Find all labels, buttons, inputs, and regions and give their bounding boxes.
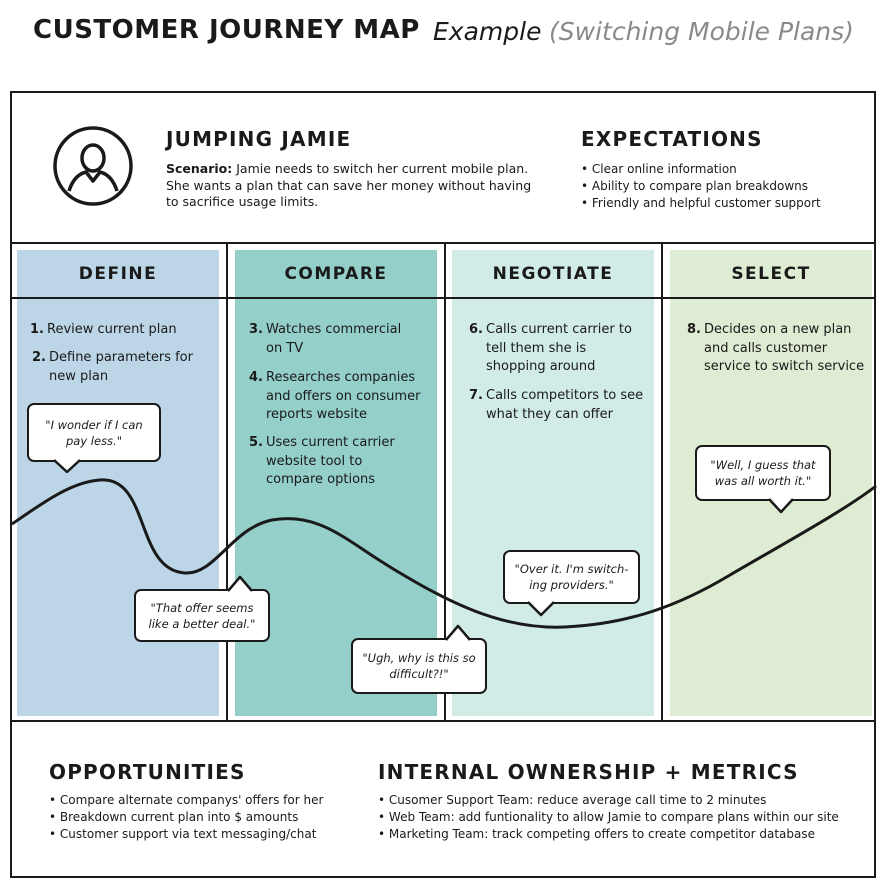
step-number: 4. [249, 370, 263, 385]
scenario-text: Jamie needs to switch her current mobile… [166, 161, 532, 209]
user-avatar-icon [52, 125, 134, 207]
quote-text: "Over it. I'm switch-ing providers." [514, 562, 629, 592]
stage-heading-compare: COMPARE [284, 264, 388, 284]
quote-bubble-5: "Well, I guess that was all worth it." [695, 445, 831, 501]
step-text: Calls competitors to see what they can o… [486, 388, 644, 422]
stage-bg-negotiate [452, 250, 654, 716]
divider-footer [10, 720, 876, 722]
step-number: 6. [469, 322, 483, 337]
list-item: Cusomer Support Team: reduce average cal… [378, 792, 839, 809]
step-6: 6.Calls current carrier to tell them she… [469, 321, 646, 377]
stage-heading-define: DEFINE [78, 264, 158, 284]
step-text: Decides on a new plan and calls customer… [704, 322, 865, 374]
quote-bubble-2: "That offer seems like a better deal." [134, 589, 270, 642]
list-item: Friendly and helpful customer support [581, 195, 821, 212]
stage-heading-negotiate: NEGOTIATE [492, 264, 614, 284]
step-1: 1.Review current plan [30, 321, 207, 340]
page-title: CUSTOMER JOURNEY MAP [33, 15, 420, 45]
step-text: Watches commercial on TV [266, 322, 402, 356]
step-8: 8.Decides on a new plan and calls custom… [687, 321, 874, 377]
step-text: Define parameters for new plan [49, 350, 193, 384]
step-4: 4.Researches companies and offers on con… [249, 369, 426, 425]
step-5: 5.Uses current carrier website tool to c… [249, 434, 406, 490]
page-subtitle: (Switching Mobile Plans) [549, 17, 854, 46]
ownership-heading: INTERNAL OWNERSHIP + METRICS [378, 760, 799, 784]
step-number: 7. [469, 388, 483, 403]
step-3: 3.Watches commercial on TV [249, 321, 416, 358]
step-number: 8. [687, 322, 701, 337]
step-text: Review current plan [47, 322, 177, 337]
divider-header [10, 242, 876, 244]
list-item: Compare alternate companys' offers for h… [49, 792, 324, 809]
divider-col-2 [444, 242, 446, 722]
divider-col-3 [661, 242, 663, 722]
quote-text: "Well, I guess that was all worth it." [710, 458, 816, 488]
expectations-heading: EXPECTATIONS [581, 127, 763, 151]
opportunities-list: Compare alternate companys' offers for h… [49, 792, 324, 843]
step-2: 2.Define parameters for new plan [32, 349, 199, 386]
step-text: Uses current carrier website tool to com… [266, 435, 395, 487]
expectations-list: Clear online information Ability to comp… [581, 161, 821, 211]
divider-col-1 [226, 242, 228, 722]
step-number: 3. [249, 322, 263, 337]
quote-bubble-3: "Ugh, why is this so difficult?!" [351, 638, 487, 694]
title-example-label: Example [433, 17, 542, 46]
journey-map-frame [10, 91, 876, 878]
quote-bubble-1: "I wonder if I can pay less." [27, 403, 161, 462]
list-item: Customer support via text messaging/chat [49, 826, 323, 843]
stage-heading-select: SELECT [731, 264, 811, 284]
quote-text: "That offer seems like a better deal." [148, 600, 256, 631]
list-item: Marketing Team: track competing offers t… [378, 826, 839, 843]
list-item: Breakdown current plan into $ amounts [49, 809, 323, 826]
step-7: 7.Calls competitors to see what they can… [469, 387, 646, 424]
persona-scenario: Scenario: Jamie needs to switch her curr… [166, 161, 546, 211]
divider-stage-heads [10, 297, 876, 299]
quote-bubble-4: "Over it. I'm switch-ing providers." [503, 550, 640, 604]
ownership-list: Cusomer Support Team: reduce average cal… [378, 792, 839, 842]
quote-text: "I wonder if I can pay less." [45, 417, 143, 448]
step-text: Researches companies and offers on consu… [266, 370, 421, 422]
step-number: 1. [30, 322, 44, 337]
step-number: 2. [32, 350, 46, 365]
list-item: Web Team: add funtionality to allow Jami… [378, 809, 839, 826]
persona-name: JUMPING JAMIE [166, 127, 352, 151]
list-item: Clear online information [581, 161, 821, 178]
scenario-label: Scenario: [166, 161, 233, 176]
quote-text: "Ugh, why is this so difficult?!" [362, 651, 476, 681]
list-item: Ability to compare plan breakdowns [581, 178, 821, 195]
step-number: 5. [249, 435, 263, 450]
step-text: Calls current carrier to tell them she i… [486, 322, 632, 374]
opportunities-heading: OPPORTUNITIES [49, 760, 246, 784]
